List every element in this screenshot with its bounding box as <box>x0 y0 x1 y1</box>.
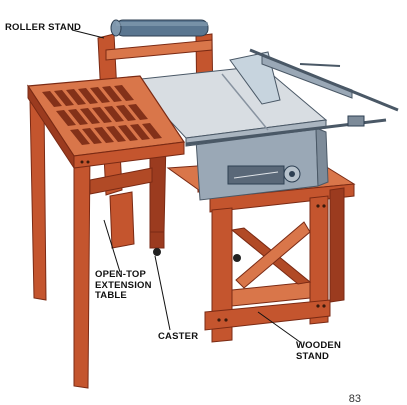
wooden-stand-label-line-1: WOODEN <box>296 340 342 351</box>
extension-table-label-line-1: OPEN-TOP <box>95 269 147 280</box>
page-number: 83 <box>348 393 361 405</box>
extension-table-label: OPEN-TOP EXTENSION TABLE <box>95 269 152 302</box>
table-saw <box>130 48 399 201</box>
wooden-stand-label-line-2: STAND <box>296 350 330 362</box>
leader-lines <box>71 29 301 343</box>
extension-table-label-line-3: TABLE <box>95 290 127 301</box>
roller-stand-label: ROLLER STAND <box>5 22 82 33</box>
caster-label: CASTER <box>158 331 199 342</box>
extension-table <box>26 75 241 389</box>
wooden-stand-label: WOODEN STAND <box>296 340 342 362</box>
extension-table-label-line-2: EXTENSION <box>95 279 152 291</box>
